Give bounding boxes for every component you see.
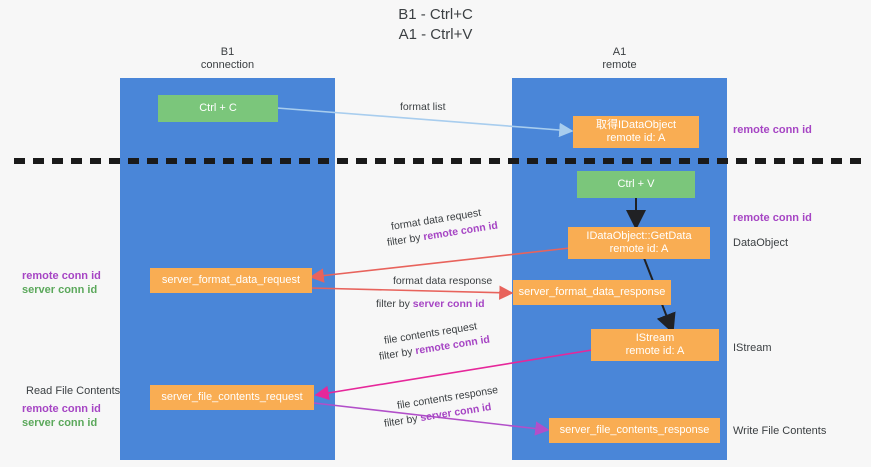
connector-file-contents-response	[313, 402, 550, 436]
node-server-file-contents-response[interactable]: server_file_contents_response	[549, 418, 720, 443]
connector-format-data-response	[310, 285, 514, 300]
node-server-file-contents-request[interactable]: server_file_contents_request	[150, 385, 314, 410]
annotation-left-remote-conn-id-mid: remote conn id	[22, 270, 101, 282]
annotation-read-file-contents: Read File Contents	[26, 385, 121, 397]
node-idataobject[interactable]: 取得IDataObject remote id: A	[573, 116, 699, 148]
diagram-title: B1 - Ctrl+C A1 - Ctrl+V	[398, 6, 473, 43]
connector-format-list	[276, 107, 574, 138]
edge-label-format-data-response: format data response	[393, 275, 493, 287]
edge-label-format-list: format list	[400, 101, 446, 113]
annotation-istream: IStream	[733, 342, 772, 354]
connector-format-data-request	[309, 247, 571, 283]
filter-highlight-server-conn-id: server conn id	[412, 298, 485, 310]
node-server-format-data-response[interactable]: server_format_data_response	[513, 280, 671, 305]
annotation-dataobject: DataObject	[733, 237, 789, 249]
node-istream[interactable]: IStream remote id: A	[591, 329, 719, 361]
column-header-b1: B1 connection	[200, 46, 255, 71]
annotation-write-file-contents: Write File Contents	[733, 425, 827, 437]
node-ctrl-c[interactable]: Ctrl + C	[158, 95, 278, 122]
annotation-left-server-conn-id-mid: server conn id	[22, 284, 98, 296]
annotation-left-remote-conn-id-low: remote conn id	[22, 403, 101, 415]
column-header-a1: A1 remote	[602, 46, 637, 71]
edge-label-format-data-response-filter: filter by server conn id	[376, 297, 485, 312]
node-server-format-data-request[interactable]: server_format_data_request	[150, 268, 312, 293]
connector-file-contents-request	[314, 349, 593, 401]
node-ctrl-v[interactable]: Ctrl + V	[577, 171, 695, 198]
node-idataobject-getdata[interactable]: IDataObject::GetData remote id: A	[568, 227, 710, 259]
annotation-remote-conn-id-mid: remote conn id	[733, 212, 812, 224]
annotation-left-server-conn-id-low: server conn id	[22, 417, 98, 429]
annotation-remote-conn-id-top: remote conn id	[733, 124, 812, 136]
filter-prefix: filter by	[376, 298, 413, 310]
